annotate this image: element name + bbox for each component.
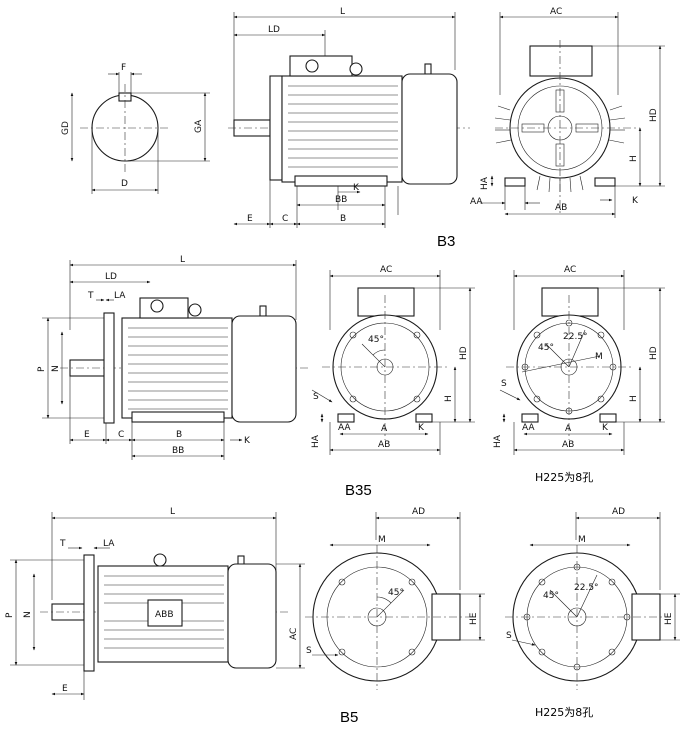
label-K-b35: K	[244, 436, 251, 446]
label-AC-b5: AC	[289, 628, 299, 640]
label-GA: GA	[194, 119, 204, 133]
caption-b35: B35	[345, 482, 372, 499]
caption-b5: B5	[340, 709, 358, 726]
label-HE-b5: HE	[469, 612, 479, 625]
label-45-deg-b5-8h: 45°	[543, 591, 559, 601]
label-HA: HA	[480, 176, 490, 190]
b5-flange-view-8-holes: AD M 45° 22.5° HE S H225为8孔	[505, 507, 680, 719]
caption-holes-b35: H225为8孔	[535, 471, 593, 484]
label-HE-b5-8h: HE	[664, 612, 674, 625]
b35-end-view: AC 45° HD H S A AB HA AA K	[311, 265, 475, 455]
label-LA: LA	[114, 291, 126, 301]
label-S-b35-8h: S	[501, 379, 507, 389]
b5-side-view: L T LA ABB P N AC	[5, 507, 358, 726]
label-GD: GD	[61, 121, 71, 135]
label-AD-b5: AD	[412, 507, 425, 517]
label-AB: AB	[555, 203, 567, 213]
label-AC-b35-8h: AC	[564, 265, 576, 275]
b35-end-view-8-holes: AC 45° 22.5° M HD H S A AB	[493, 265, 665, 484]
label-E-b5: E	[62, 684, 68, 694]
label-LD-b35: LD	[105, 272, 117, 282]
label-BB: BB	[335, 195, 347, 205]
label-L-b35: L	[180, 255, 185, 265]
caption-b3: B3	[437, 233, 455, 250]
label-LD: LD	[268, 25, 280, 35]
label-C-b35: C	[118, 430, 124, 440]
label-F: F	[121, 63, 126, 73]
label-HD-b35-8h: HD	[649, 346, 659, 360]
label-A-b35-8h: A	[565, 424, 572, 434]
label-K-b35-8h: K	[602, 423, 609, 433]
label-S-b5-8h: S	[506, 631, 512, 641]
label-22-5-deg-b5: 22.5°	[574, 583, 599, 593]
label-N-b5: N	[23, 611, 33, 618]
label-B-b35: B	[176, 430, 182, 440]
label-P-b5: P	[5, 612, 15, 618]
b3-end-view: AC HD H HA	[470, 7, 665, 218]
label-45-deg-b5: 45°	[388, 588, 404, 598]
label-HD-b35: HD	[459, 346, 469, 360]
label-AC: AC	[550, 7, 562, 17]
label-D: D	[121, 179, 128, 189]
label-C: C	[282, 214, 288, 224]
b35-side-view: L LD T LA P N	[37, 255, 372, 499]
label-N: N	[51, 365, 61, 372]
label-M-b35: M	[595, 352, 603, 362]
abb-logo: ABB	[155, 610, 174, 620]
label-E: E	[247, 214, 253, 224]
label-HA-b35-8h: HA	[493, 434, 503, 448]
b3-side-view: L LD E	[228, 7, 470, 250]
label-A-b35: A	[381, 424, 388, 434]
label-M-b5-8h: M	[578, 535, 586, 545]
label-H-b35-8h: H	[629, 395, 639, 402]
label-45-deg: 45°	[368, 335, 384, 345]
label-LA-b5: LA	[103, 539, 115, 549]
label-AA-b35-8h: AA	[522, 423, 535, 433]
label-H: H	[629, 155, 639, 162]
label-L: L	[340, 7, 345, 17]
label-45-deg-8h: 45°	[538, 343, 554, 353]
label-AD-b5-8h: AD	[612, 507, 625, 517]
b5-flange-view: AD M 45° HE S	[305, 507, 485, 690]
label-AA-b35: AA	[338, 423, 351, 433]
label-M-b5: M	[378, 535, 386, 545]
label-K: K	[353, 183, 360, 193]
label-B: B	[340, 214, 346, 224]
label-H-b35: H	[444, 395, 454, 402]
label-E-b35: E	[84, 430, 90, 440]
label-AA: AA	[470, 197, 483, 207]
label-K-end: K	[632, 196, 639, 206]
label-AB-b35-8h: AB	[562, 440, 574, 450]
label-L-b5: L	[170, 507, 175, 517]
label-AB-b35: AB	[378, 440, 390, 450]
label-HA-b35: HA	[311, 434, 321, 448]
label-K-b35-end: K	[418, 423, 425, 433]
label-P: P	[37, 366, 47, 372]
label-S-b35: S	[313, 392, 319, 402]
caption-holes-b5: H225为8孔	[535, 706, 593, 719]
label-22-5-deg: 22.5°	[563, 332, 588, 342]
shaft-end-section-view: F GD GA D	[61, 63, 210, 194]
label-AC-b35: AC	[380, 265, 392, 275]
label-T: T	[87, 291, 94, 301]
label-HD: HD	[649, 108, 659, 122]
label-T-b5: T	[59, 539, 66, 549]
label-S-b5: S	[306, 646, 312, 656]
label-BB-b35: BB	[172, 446, 184, 456]
